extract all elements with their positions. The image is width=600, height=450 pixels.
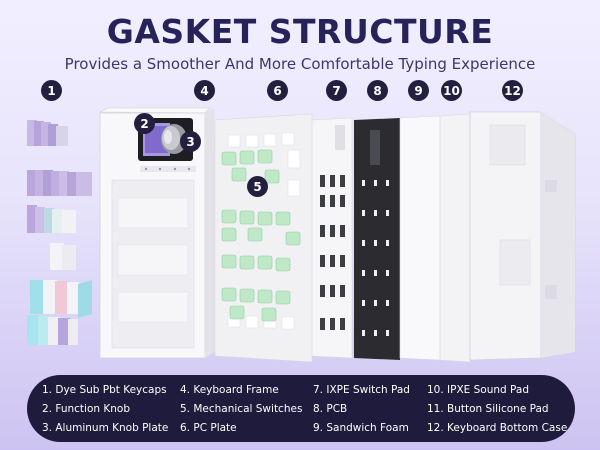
legend-item-12: 12. Keyboard Bottom Case xyxy=(427,422,568,434)
keyboard-frame xyxy=(99,107,218,359)
legend-item-4: 4. Keyboard Frame xyxy=(180,384,279,396)
callout-12: 12 xyxy=(502,80,523,101)
legend-item-1: 1. Dye Sub Pbt Keycaps xyxy=(42,384,167,396)
callout-9: 9 xyxy=(408,80,429,101)
page-title: GASKET STRUCTURE xyxy=(106,12,494,51)
callout-10: 10 xyxy=(441,80,462,101)
legend-item-11: 11. Button Silicone Pad xyxy=(427,403,549,415)
keycap-group-2 xyxy=(27,170,92,196)
callout-2: 2 xyxy=(134,113,155,134)
page-subtitle: Provides a Smoother And More Comfortable… xyxy=(64,55,536,73)
callout-4: 4 xyxy=(194,80,215,101)
callout-7: 7 xyxy=(326,80,347,101)
legend-item-3: 3. Aluminum Knob Plate xyxy=(42,422,169,434)
bottom-case xyxy=(469,111,576,361)
sound-pads xyxy=(399,113,471,363)
keycap-group-4 xyxy=(50,243,76,270)
callout-1: 1 xyxy=(41,80,62,101)
switches-layer xyxy=(221,149,301,322)
legend-item-8: 8. PCB xyxy=(313,403,348,415)
callout-6: 6 xyxy=(267,80,288,101)
legend-panel: 1. Dye Sub Pbt Keycaps 2. Function Knob … xyxy=(27,375,575,442)
keycaps-layer xyxy=(27,120,92,345)
legend-item-2: 2. Function Knob xyxy=(42,403,130,415)
keycap-group-1 xyxy=(27,120,68,146)
legend-item-10: 10. IPXE Sound Pad xyxy=(427,384,529,396)
legend-item-7: 7. IXPE Switch Pad xyxy=(313,384,410,396)
keycap-group-3 xyxy=(27,205,76,233)
ixpe-switch-pad xyxy=(311,117,353,359)
legend-item-9: 9. Sandwich Foam xyxy=(313,422,409,434)
callout-5: 5 xyxy=(247,176,268,197)
legend-item-5: 5. Mechanical Switches xyxy=(180,403,303,415)
keycap-group-6 xyxy=(27,315,78,345)
legend-item-6: 6. PC Plate xyxy=(180,422,237,434)
keycap-group-5 xyxy=(30,280,92,318)
callout-3: 3 xyxy=(180,131,201,152)
callout-8: 8 xyxy=(367,80,388,101)
pcb xyxy=(354,118,400,360)
